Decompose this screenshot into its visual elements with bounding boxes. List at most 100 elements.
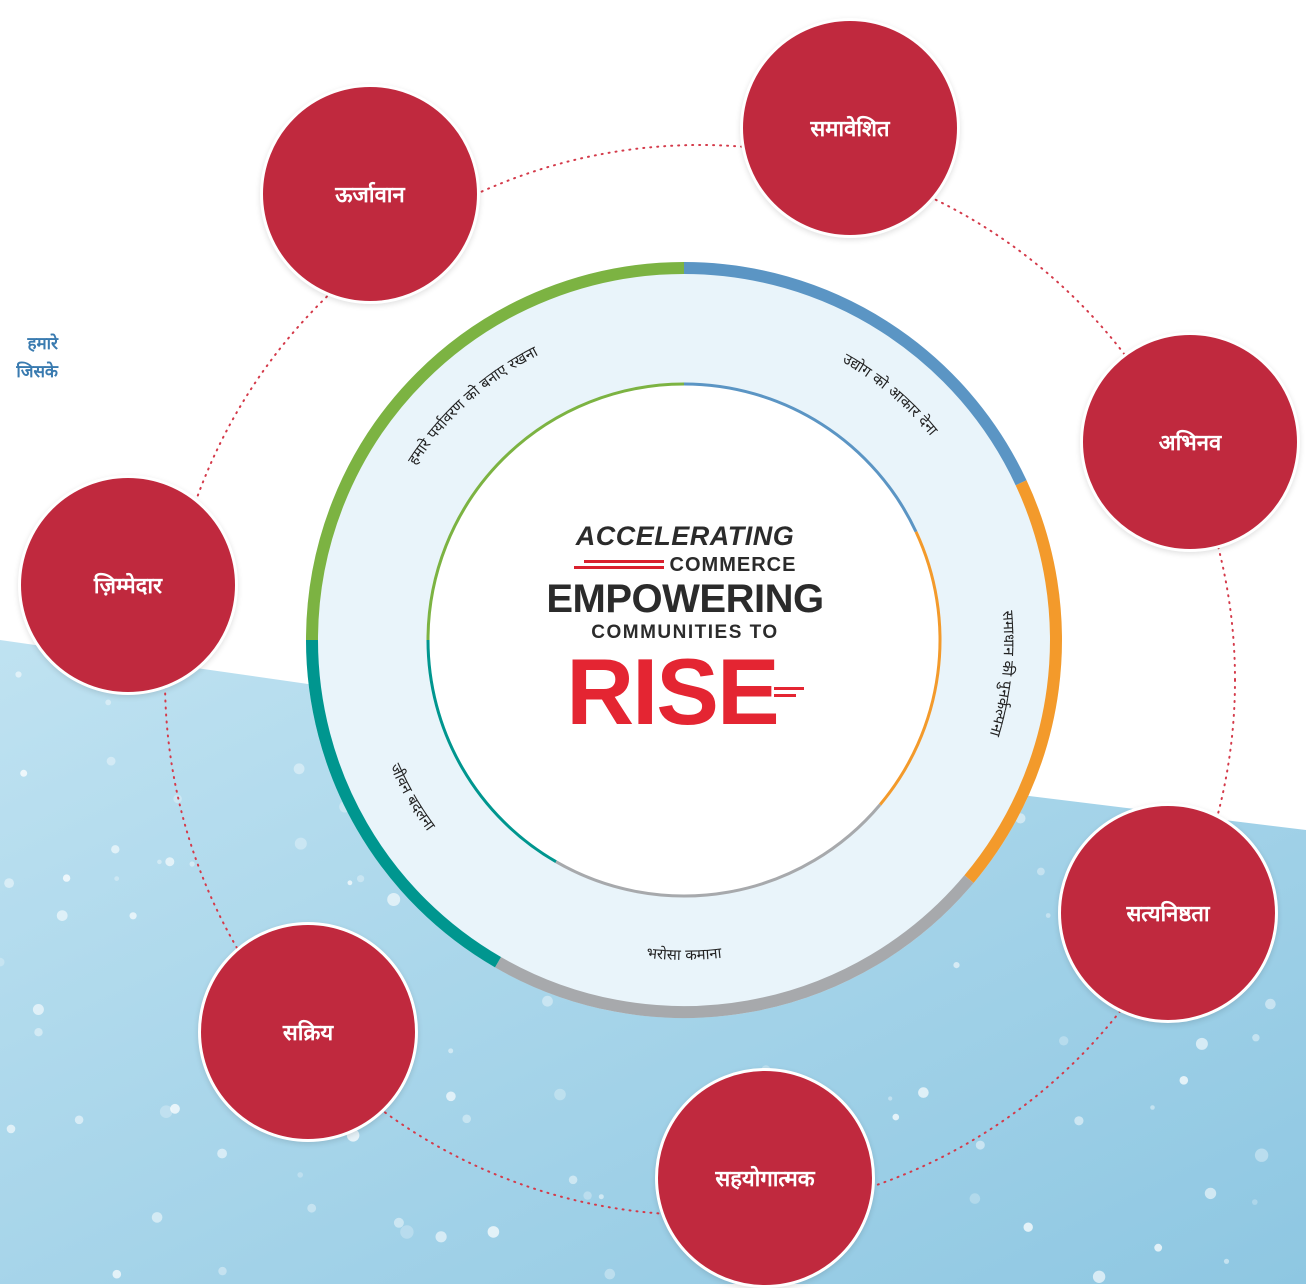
bubble xyxy=(953,962,960,969)
value-node-label: समावेशित xyxy=(810,117,890,142)
bubble xyxy=(111,845,120,854)
bubble xyxy=(1195,1037,1208,1050)
value-node-innovative: अभिनव xyxy=(1080,332,1300,552)
value-node-integrity: सत्यनिष्ठता xyxy=(1058,803,1278,1023)
bubble xyxy=(446,1091,456,1102)
bubble xyxy=(554,1088,566,1101)
edge-text-line-1: हमारे xyxy=(27,334,58,354)
bubble xyxy=(56,910,68,921)
bubble xyxy=(1092,1270,1106,1284)
ring-segment-inner-arc xyxy=(555,803,882,898)
bubble xyxy=(293,763,305,775)
value-node-proactive: सक्रिय xyxy=(198,922,418,1142)
bubble xyxy=(604,1268,616,1280)
bubble xyxy=(357,875,365,883)
bubble xyxy=(1179,1076,1189,1085)
bubble xyxy=(217,1148,228,1159)
bubble xyxy=(297,1172,304,1178)
bubble xyxy=(583,1191,592,1200)
value-node-label: अभिनव xyxy=(1158,431,1222,456)
bubble xyxy=(918,1087,929,1098)
bubble xyxy=(542,995,553,1007)
bubble xyxy=(189,861,195,867)
ring-segment-outer-arc xyxy=(306,262,685,641)
bubble xyxy=(393,1217,404,1228)
logo-line-accelerating: ACCELERATING xyxy=(575,521,795,551)
ring-segment-outer-arc xyxy=(495,875,974,1018)
bubble xyxy=(1254,1148,1269,1162)
bubble xyxy=(112,1269,122,1279)
bubble xyxy=(462,1114,472,1124)
bubble xyxy=(6,1124,16,1134)
bubble xyxy=(1154,1243,1163,1252)
bubble xyxy=(165,857,175,867)
bubble xyxy=(0,957,5,967)
bubble xyxy=(347,880,353,886)
bubble xyxy=(598,1194,604,1200)
inner-disc xyxy=(428,384,940,896)
logo-line-rise: RISE xyxy=(566,639,779,744)
bubble xyxy=(1252,1199,1258,1205)
ring-segment-inner-arc xyxy=(426,382,685,641)
bubble xyxy=(4,878,14,888)
bubble xyxy=(1265,998,1276,1010)
bubble xyxy=(20,769,28,777)
bubble xyxy=(114,876,120,881)
bubble xyxy=(294,837,307,850)
logo-line-commerce: COMMERCE xyxy=(669,553,797,576)
ring-segment-outer-arc xyxy=(683,262,1027,486)
value-node-energetic: ऊर्जावान xyxy=(260,84,480,304)
bubble xyxy=(105,699,112,706)
bubble xyxy=(170,1103,180,1114)
value-node-label: सहयोगात्मक xyxy=(715,1167,815,1192)
value-node-label: सक्रिय xyxy=(282,1021,334,1046)
bubble xyxy=(218,1266,227,1276)
edge-text: हमारे जिसके xyxy=(0,330,58,386)
bubble xyxy=(307,1203,317,1213)
bubble xyxy=(106,756,116,766)
value-node-label: ऊर्जावान xyxy=(335,183,405,208)
bubble xyxy=(892,1113,900,1121)
value-node-responsible: ज़िम्मेदार xyxy=(18,475,238,695)
bubble xyxy=(1037,867,1045,876)
bubble xyxy=(975,1140,985,1150)
logo-line-communities: COMMUNITIES TO xyxy=(591,622,779,643)
logo-tail-stripes xyxy=(773,684,804,700)
bubble xyxy=(1252,1034,1260,1042)
ring-segment-outer-arc xyxy=(306,639,502,968)
ring-segment-inner-arc xyxy=(878,531,942,806)
value-node-label: सत्यनिष्ठता xyxy=(1126,902,1210,927)
bubble xyxy=(151,1212,163,1223)
bubble xyxy=(129,912,137,920)
bubble xyxy=(157,859,162,865)
bubble xyxy=(32,1004,44,1015)
bubble xyxy=(448,1048,454,1054)
bubble xyxy=(487,1226,500,1238)
bubble xyxy=(159,1105,173,1118)
value-node-inclusive: समावेशित xyxy=(740,18,960,238)
bubble xyxy=(435,1231,447,1243)
logo-line-empowering: EMPOWERING xyxy=(546,577,824,621)
value-node-label: ज़िम्मेदार xyxy=(93,574,163,599)
ring-segment-outer-arc xyxy=(964,480,1062,883)
bubble xyxy=(1074,1116,1084,1126)
bubble xyxy=(15,671,22,678)
ring-segment-inner-arc xyxy=(683,382,918,533)
bubble xyxy=(400,1225,414,1239)
edge-text-line-2: जिसके xyxy=(16,362,58,382)
bubble xyxy=(1204,1187,1217,1200)
value-node-collaborative: सहयोगात्मक xyxy=(655,1068,875,1288)
bubble xyxy=(74,1115,84,1125)
bubble xyxy=(969,1193,981,1204)
bubble xyxy=(1223,1258,1230,1264)
bubble xyxy=(62,874,71,882)
bubble xyxy=(1150,1105,1155,1110)
bubble xyxy=(1059,1036,1069,1046)
ring-segment-inner-arc xyxy=(426,639,557,863)
logo-stripes xyxy=(573,559,664,571)
bubble xyxy=(1045,913,1051,918)
ring-segment-label: भरोसा कमाना xyxy=(646,944,724,964)
bubble xyxy=(387,893,401,906)
bubble xyxy=(1023,1222,1033,1232)
bubble xyxy=(888,1096,893,1101)
